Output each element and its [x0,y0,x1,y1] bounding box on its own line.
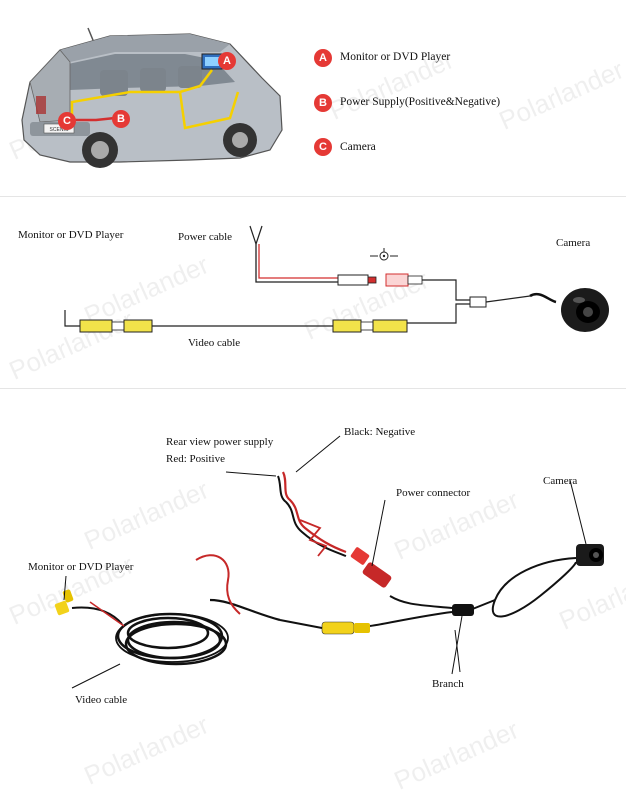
legend-badge-a: A [314,49,332,67]
schematic-power-cable-label: Power cable [178,231,233,243]
schematic-camera-label: Camera [556,237,591,249]
divider-top [0,196,626,197]
photo-rear-power-label: Rear view power supply [166,436,274,448]
legend-badge-c: C [314,138,332,156]
photo-red-positive-label: Red: Positive [166,453,225,465]
photo-black-negative-label: Black: Negative [344,426,416,438]
legend-text-a: Monitor or DVD Player [340,51,451,63]
divider-middle [0,388,626,389]
photo-video-cable-label: Video cable [75,694,128,706]
legend-text-c: Camera [340,141,376,153]
schematic-video-cable-label: Video cable [188,337,241,349]
photo-power-connector-label: Power connector [396,487,471,499]
photo-camera-label: Camera [543,475,578,487]
car-badge-a: A [218,52,236,70]
car-badge-c: C [58,112,76,130]
schematic-monitor-label: Monitor or DVD Player [18,229,124,241]
photo-branch-label: Branch [432,678,464,690]
photo-monitor-label: Monitor or DVD Player [28,561,134,573]
legend-badge-b: B [314,94,332,112]
legend-text-b: Power Supply(Positive&Negative) [340,96,501,108]
car-illustration: SCENIC [21,27,283,168]
car-plate-text: SCENIC [50,127,69,133]
car-badge-b: B [112,110,130,128]
